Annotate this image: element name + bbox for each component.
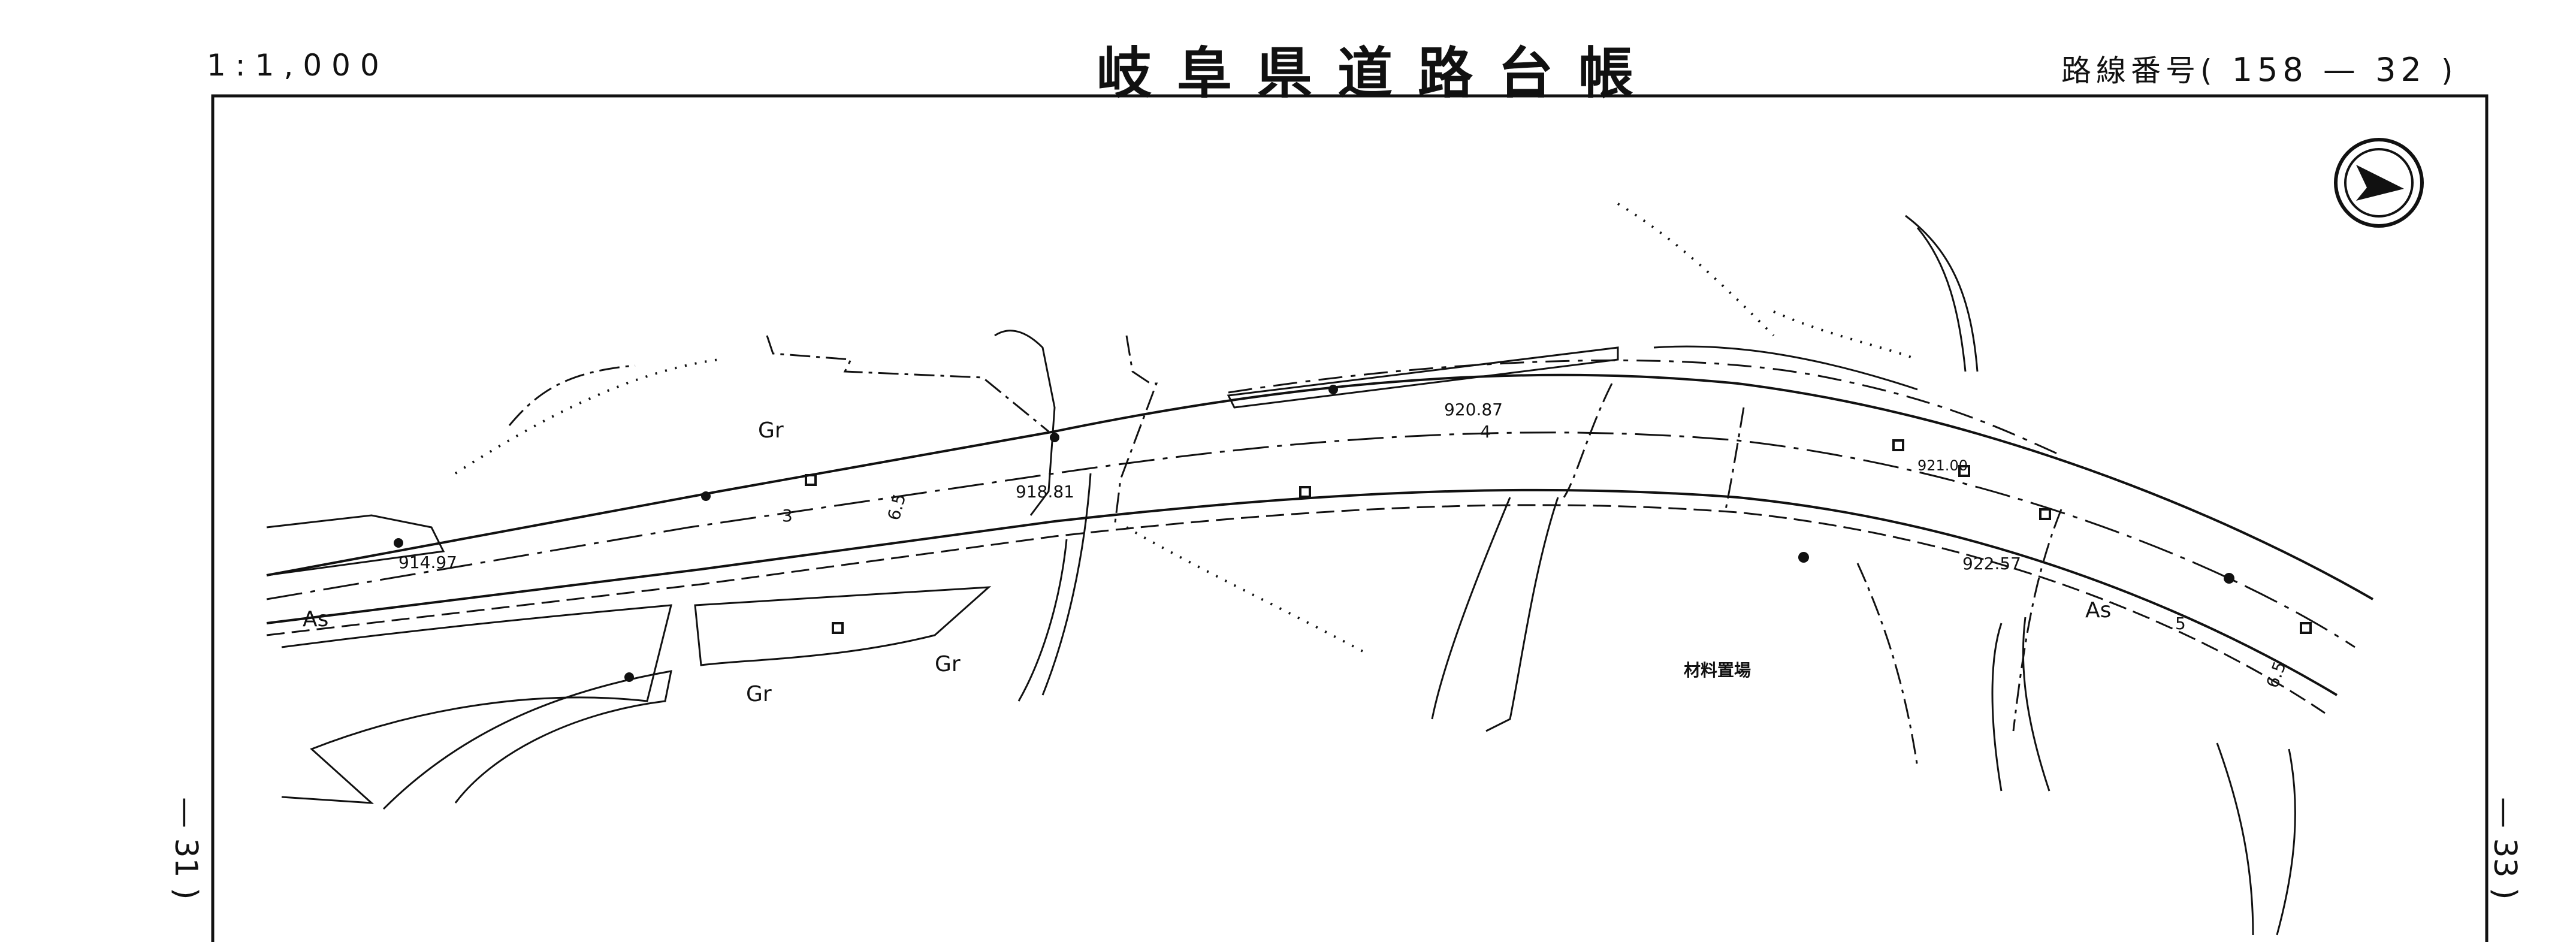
surface-gr-label: Gr [935, 652, 961, 677]
route-number-value: 158 — 32 [2231, 51, 2426, 89]
station-number: 3 [782, 506, 793, 526]
station-number: 4 [1480, 422, 1491, 442]
map-frame [211, 94, 2489, 942]
road-width-label: 6.5 [2263, 659, 2290, 690]
station-number: 5 [2175, 614, 2186, 633]
station-numbers: 3 4 5 [782, 422, 2186, 633]
elevation-label: 914.97 [398, 552, 457, 572]
route-prefix: 路線番号( [2061, 53, 2217, 88]
surface-gr-label: Gr [746, 682, 772, 707]
elevation-label: 921.00 [1917, 457, 1968, 474]
elevation-label: 918.81 [1016, 482, 1074, 502]
adjacent-sheet-right: — 33 ) [2487, 797, 2523, 900]
surface-as-label: As [303, 607, 328, 632]
route-suffix: ) [2441, 53, 2458, 88]
route-number: 路線番号( 158 — 32 ) [2061, 47, 2458, 90]
north-arrow-icon [2334, 138, 2424, 228]
surface-labels: Gr Gr Gr As As [303, 418, 2111, 707]
elevation-labels: 914.97 918.81 920.87 921.00 922.57 [398, 400, 2021, 573]
station-markers [805, 439, 2312, 634]
surface-as-label: As [2085, 598, 2111, 623]
map-points [394, 385, 2234, 682]
surface-gr-label: Gr [758, 418, 784, 443]
adjacent-sheet-left: — 31 ) [168, 797, 204, 900]
map-scale: 1:1,000 [207, 48, 389, 83]
elevation-label: 922.57 [1962, 554, 2021, 573]
elevation-label: 920.87 [1444, 400, 1503, 419]
boundary-lines [508, 335, 2062, 768]
road-width-label: 6.5 [884, 491, 910, 523]
dotted-lines [454, 203, 1918, 654]
terrain-lines [266, 215, 2296, 935]
storage-yard-label: 材料置場 [1684, 660, 1751, 680]
road-lines [266, 359, 2373, 714]
